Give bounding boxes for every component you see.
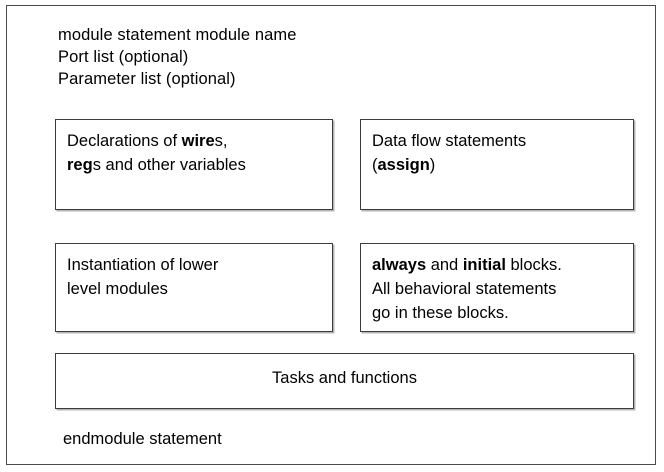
behavioral-box-text: always and initial blocks. All behaviora… bbox=[372, 253, 625, 325]
instantiation-line-1: Instantiation of lower bbox=[67, 256, 219, 274]
tasks-and-functions-box: Tasks and functions bbox=[55, 353, 634, 409]
behavioral-box: always and initial blocks. All behaviora… bbox=[360, 243, 634, 332]
declarations-line-2: regs and other variables bbox=[67, 153, 324, 177]
keyword-always: always bbox=[372, 256, 427, 274]
instantiation-box-text: Instantiation of lower level modules bbox=[67, 253, 324, 301]
declarations-line1-pre: Declarations of bbox=[67, 132, 182, 150]
keyword-assign: assign bbox=[377, 156, 430, 174]
module-statement-line: module statement module name bbox=[58, 26, 297, 44]
behavioral-line1-post: blocks. bbox=[505, 256, 562, 274]
behavioral-line-2: All behavioral statements bbox=[372, 280, 557, 298]
dataflow-paren-open: ( bbox=[372, 156, 378, 174]
declarations-line-1: Declarations of wires, bbox=[67, 129, 324, 153]
keyword-initial: initial bbox=[462, 256, 506, 274]
declarations-box: Declarations of wires, regs and other va… bbox=[55, 119, 333, 210]
parameter-list-line: Parameter list (optional) bbox=[58, 70, 236, 88]
data-flow-box: Data flow statements (assign) bbox=[360, 119, 634, 210]
behavioral-line1-mid: and bbox=[426, 256, 463, 274]
behavioral-line-1: always and initial blocks. bbox=[372, 253, 625, 277]
tasks-and-functions-label: Tasks and functions bbox=[272, 369, 417, 387]
instantiation-line-2: level modules bbox=[67, 280, 168, 298]
port-list-line: Port list (optional) bbox=[58, 48, 189, 66]
keyword-wire: wire bbox=[181, 132, 215, 150]
behavioral-line-3: go in these blocks. bbox=[372, 304, 509, 322]
data-flow-line-2: (assign) bbox=[372, 153, 625, 177]
keyword-reg: reg bbox=[67, 156, 93, 174]
data-flow-line-1: Data flow statements bbox=[372, 132, 527, 150]
declarations-line1-post: s, bbox=[214, 132, 228, 150]
module-header-text: module statement module name Port list (… bbox=[58, 24, 618, 90]
module-outer-frame: module statement module name Port list (… bbox=[6, 5, 656, 465]
declarations-box-text: Declarations of wires, regs and other va… bbox=[67, 129, 324, 177]
endmodule-statement-text: endmodule statement bbox=[63, 430, 222, 448]
instantiation-box: Instantiation of lower level modules bbox=[55, 243, 333, 332]
data-flow-box-text: Data flow statements (assign) bbox=[372, 129, 625, 177]
dataflow-paren-close: ) bbox=[429, 156, 436, 174]
declarations-line2-post: s and other variables bbox=[92, 156, 246, 174]
